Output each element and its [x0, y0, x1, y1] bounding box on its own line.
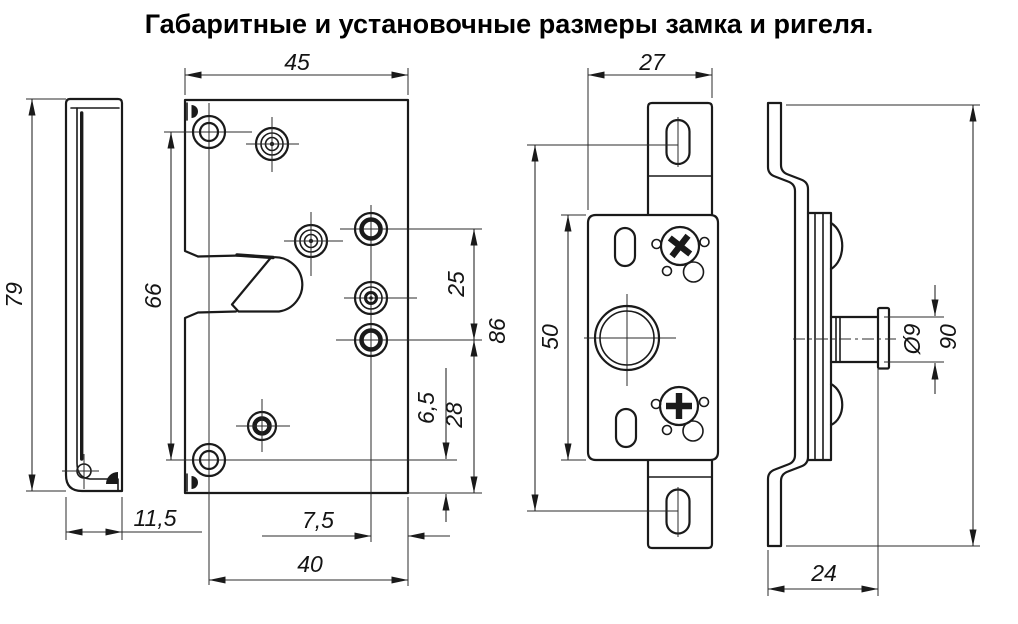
bolt-pin: [793, 306, 896, 370]
phillips-cross-icon: [666, 393, 692, 419]
dim-86: 86: [484, 318, 510, 344]
rivet-top: [246, 117, 299, 172]
dim-25: 25: [443, 271, 469, 298]
rivet-column-2: [344, 280, 417, 316]
dim-24: 24: [810, 560, 837, 586]
rivet-column-1: [340, 211, 482, 247]
dim-28: 28: [441, 402, 467, 429]
mount-bracket-profile: [766, 101, 810, 548]
cover-inner-wall: [76, 107, 119, 492]
corner-rivet-bottom: [191, 476, 199, 489]
dim-66: 66: [140, 283, 166, 309]
dim-50: 50: [537, 324, 563, 350]
mounting-hole-bottom: [191, 442, 227, 478]
body-side-profile: [806, 211, 833, 462]
body-slot-bottom: [614, 407, 638, 449]
lock-body-outline: [183, 98, 410, 495]
lower-mount-tab: [646, 459, 714, 550]
dimension-cover-width: 11,5: [65, 497, 202, 540]
bolt-side-view: Ø9 90 24: [766, 101, 980, 596]
latch-slot-top-edge: [196, 254, 243, 258]
rivet-center: [284, 212, 343, 276]
dimension-slot-spacing: 86: [484, 144, 678, 512]
phillips-screw-bottom: [650, 385, 710, 442]
mounting-hole-top: [191, 114, 227, 150]
phillips-cross-icon: [667, 233, 693, 259]
dimension-hole-spacing: 66: [140, 132, 175, 460]
body-side-plates: [814, 212, 824, 461]
dimension-hole-span: 40: [209, 497, 409, 586]
drawing-title: Габаритные и установочные размеры замка …: [145, 9, 874, 39]
dim-27: 27: [638, 49, 666, 75]
cover-corner-tab: [106, 472, 118, 484]
lock-body-front-view: 45 66 25 28 6,5 7,5: [140, 49, 482, 586]
dim-90: 90: [935, 324, 961, 350]
dimension-lower-height: 28: [408, 340, 482, 494]
dim-6-5: 6,5: [413, 392, 439, 424]
dim-7-5: 7,5: [302, 507, 334, 533]
corner-rivet-top: [191, 105, 199, 118]
rivet-bottom: [236, 399, 290, 452]
dimension-bolt-width: 27: [587, 49, 713, 210]
dim-40: 40: [297, 551, 323, 577]
bolt-cylinder: [584, 294, 676, 386]
dim-45: 45: [284, 49, 310, 75]
dimension-body-height: 50: [537, 214, 586, 461]
cover-side-view: 79 11,5: [1, 97, 202, 540]
dimension-rivet-spacing: 25: [443, 229, 478, 340]
latch-thick-edge: [235, 253, 275, 260]
phillips-screw-top: [651, 225, 710, 283]
cover-outline: [64, 97, 124, 493]
bolt-front-view: 27 86 50: [484, 49, 720, 550]
dimension-cover-height: 79: [1, 98, 66, 492]
upper-tab-slot: [665, 118, 691, 166]
dimension-bottom-offset: 6,5: [413, 368, 450, 522]
dimension-overall-height: 90: [786, 104, 980, 547]
upper-mount-tab: [646, 101, 714, 216]
rivet-column-3: [336, 322, 482, 358]
dimension-lock-width: 45: [184, 49, 409, 95]
screw-dome-top: [829, 221, 844, 271]
dimension-depth: 24: [767, 368, 879, 596]
cover-hole-centerlines: [62, 454, 99, 489]
dim-79: 79: [1, 282, 27, 308]
screw-dome-bottom: [829, 382, 844, 427]
dim-d9: Ø9: [899, 323, 925, 355]
dim-11-5: 11,5: [133, 505, 176, 531]
bolt-body-outline: [586, 213, 720, 462]
dimension-rivet-offset: 7,5: [262, 507, 450, 540]
body-slot-top: [613, 226, 637, 268]
lower-tab-slot: [665, 488, 691, 535]
dimension-bolt-diameter: Ø9: [884, 285, 944, 394]
latch-hook: [230, 256, 304, 313]
